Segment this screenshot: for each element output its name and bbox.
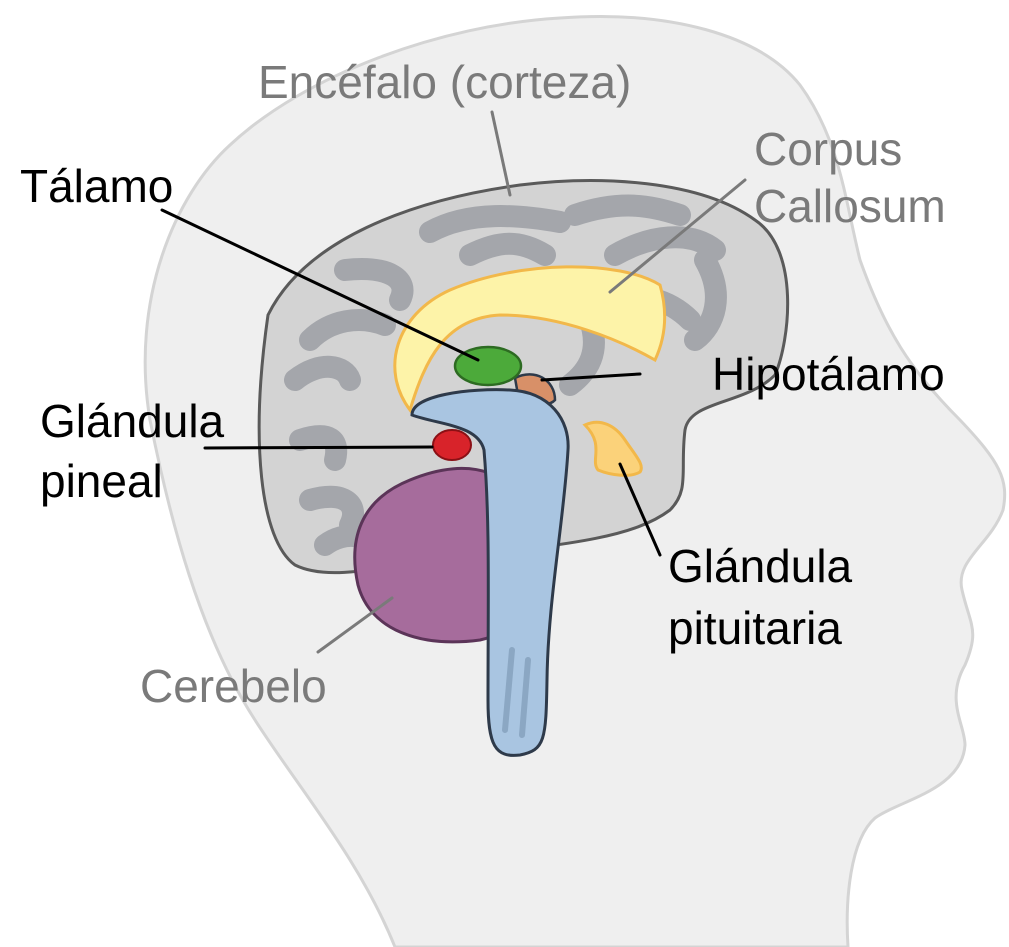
label-corpus-callosum-line2: Callosum xyxy=(754,180,946,232)
label-corpus-callosum-line1: Corpus xyxy=(754,123,902,175)
label-pituitary-line2: pituitaria xyxy=(668,602,842,654)
pineal-gland-shape xyxy=(433,430,471,460)
label-thalamus: Tálamo xyxy=(20,160,173,212)
label-hypothalamus: Hipotálamo xyxy=(712,348,945,400)
label-pituitary-line1: Glándula xyxy=(668,540,853,592)
label-cortex: Encéfalo (corteza) xyxy=(258,56,631,108)
label-pineal-line1: Glándula xyxy=(40,395,225,447)
leader-line-pineal xyxy=(205,447,432,448)
label-cerebellum: Cerebelo xyxy=(140,660,327,712)
label-pineal-line2: pineal xyxy=(40,455,163,507)
